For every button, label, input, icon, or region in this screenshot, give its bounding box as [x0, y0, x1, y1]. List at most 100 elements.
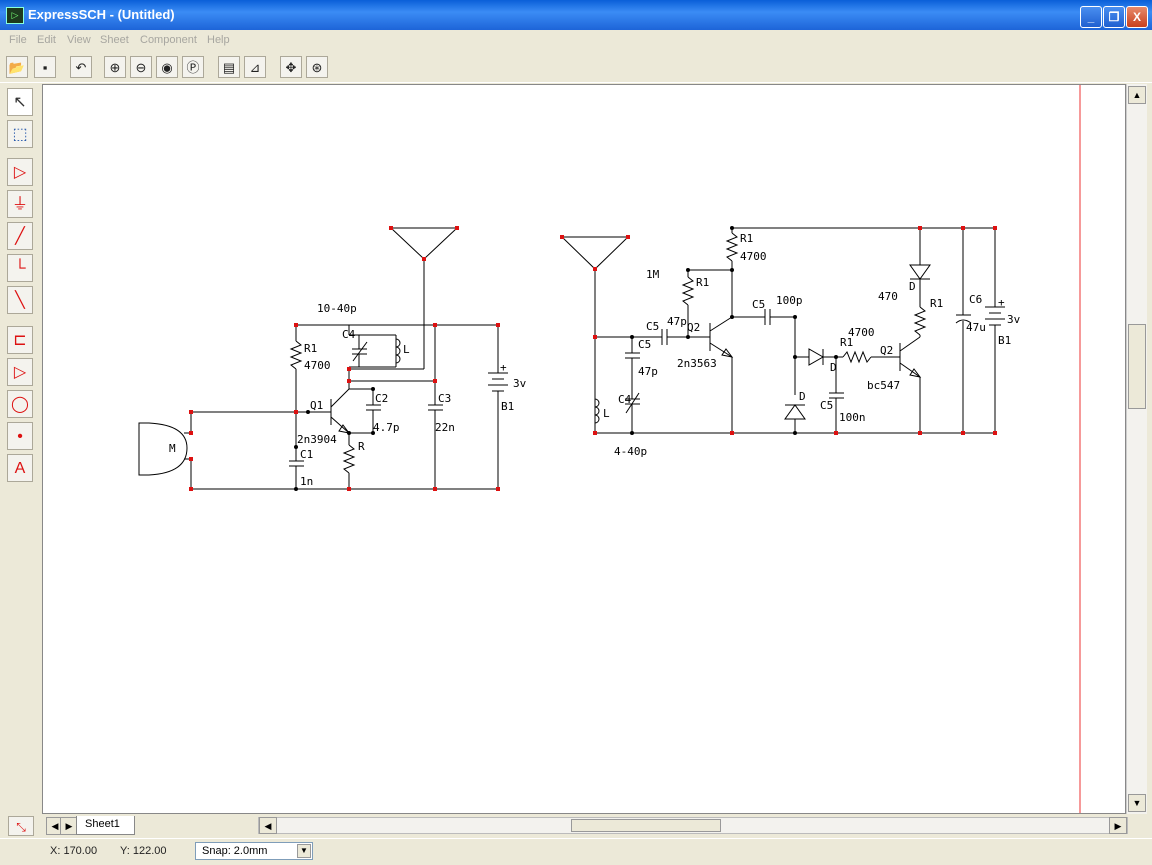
label-c1-a: C1: [300, 448, 313, 461]
title-bar: ▷ ExpressSCH - (Untitled) _ ❐ X: [0, 0, 1152, 30]
sheet-bar: ⤡ ◀ ▶ Sheet1 ◀ ▶: [0, 814, 1152, 838]
restore-button[interactable]: ❐: [1103, 6, 1125, 28]
label-1m: 1M: [646, 268, 660, 281]
label-r1-e-value: 470: [878, 290, 898, 303]
label-c5-d-value: 100n: [839, 411, 866, 424]
circuit-b: [560, 227, 1005, 434]
label-c2: C2: [375, 392, 388, 405]
menu-component[interactable]: Component: [140, 34, 197, 46]
circle-icon[interactable]: ◯: [7, 390, 33, 418]
scroll-left-icon[interactable]: ◀: [259, 817, 277, 834]
label-c6-value: 47u: [966, 321, 986, 334]
text-icon[interactable]: A: [7, 454, 33, 482]
snap-value: Snap: 2.0mm: [202, 845, 268, 857]
label-c5-c: C5: [752, 298, 765, 311]
label-q2-a-part: 2n3563: [677, 357, 717, 370]
schematic-drawing: 10-40p R1 4700 C4 L Q1 2n3904 C2 4.7p R …: [138, 85, 1081, 813]
label-plus-b: +: [998, 296, 1005, 309]
menu-view[interactable]: View: [67, 34, 91, 46]
label-b1-a-value: 3v: [513, 377, 527, 390]
properties-icon[interactable]: ▤: [218, 56, 240, 78]
label-c5-a-value: 47p: [667, 315, 687, 328]
menu-help[interactable]: Help: [207, 34, 230, 46]
label-q2-b-part: bc547: [867, 379, 900, 392]
menu-edit[interactable]: Edit: [37, 34, 56, 46]
label-r1-a-value: 4700: [304, 359, 331, 372]
node-tool-icon[interactable]: ⤡: [8, 816, 34, 836]
label-c5-b-value: 47p: [638, 365, 658, 378]
bus-entry-icon[interactable]: ╲: [7, 286, 33, 314]
status-bar: X: 170.00 Y: 122.00 Snap: 2.0mm ▼: [0, 838, 1152, 865]
label-c5-d: C5: [820, 399, 833, 412]
label-c4-b: C4: [618, 393, 632, 406]
label-c4-range: 10-40p: [317, 302, 357, 315]
window-title: ExpressSCH - (Untitled): [28, 7, 175, 22]
zoom-page-icon[interactable]: Ⓟ: [182, 56, 204, 78]
wire-icon[interactable]: ╱: [7, 222, 33, 250]
horizontal-scrollbar[interactable]: ◀ ▶: [258, 817, 1128, 834]
label-c1-a-value: 1n: [300, 475, 313, 488]
label-l-a: L: [403, 343, 410, 356]
snap-select[interactable]: Snap: 2.0mm ▼: [195, 842, 313, 860]
label-plus-a: +: [500, 361, 507, 374]
scroll-up-icon[interactable]: ▲: [1128, 86, 1146, 104]
sheet-prev-icon[interactable]: ◀: [46, 817, 64, 835]
schematic-canvas[interactable]: 10-40p R1 4700 C4 L Q1 2n3904 C2 4.7p R …: [42, 84, 1126, 814]
horizontal-scroll-thumb[interactable]: [571, 819, 721, 832]
label-q1-part: 2n3904: [297, 433, 337, 446]
label-mic: M: [169, 442, 176, 455]
label-c4-b-range: 4-40p: [614, 445, 647, 458]
label-r1-b: R1: [740, 232, 753, 245]
select-area-icon[interactable]: ⬚: [7, 120, 33, 148]
open-icon[interactable]: 📂: [6, 56, 28, 78]
menu-sheet[interactable]: Sheet: [100, 34, 129, 46]
label-q2-a: Q2: [687, 321, 700, 334]
ground-icon[interactable]: ⏚: [7, 190, 33, 218]
label-r1-e: R1: [930, 297, 943, 310]
label-q2-b: Q2: [880, 344, 893, 357]
zoom-out-icon[interactable]: ⊖: [130, 56, 152, 78]
label-r-a: R: [358, 440, 365, 453]
component-icon[interactable]: ⊏: [7, 326, 33, 354]
label-r1-d-value: 4700: [848, 326, 875, 339]
label-b1-b: B1: [998, 334, 1011, 347]
save-icon[interactable]: ▪: [34, 56, 56, 78]
scroll-right-icon[interactable]: ▶: [1109, 817, 1127, 834]
minimize-button[interactable]: _: [1080, 6, 1102, 28]
label-r1-d: R1: [840, 336, 853, 349]
label-c5-a: C5: [646, 320, 659, 333]
label-l-b: L: [603, 407, 610, 420]
menu-file[interactable]: File: [9, 34, 27, 46]
zoom-fit-icon[interactable]: ◉: [156, 56, 178, 78]
vertical-scrollbar[interactable]: ▲ ▼: [1126, 84, 1147, 814]
label-r1-a: R1: [304, 342, 317, 355]
tool-palette: ↖ ⬚ ▷ ⏚ ╱ └ ╲ ⊏ ▷ ◯ • A: [0, 84, 40, 814]
port-icon[interactable]: ▷: [7, 158, 33, 186]
label-c5-b: C5: [638, 338, 651, 351]
select-arrow-icon[interactable]: ↖: [7, 88, 33, 116]
close-button[interactable]: X: [1126, 6, 1148, 28]
tag-icon[interactable]: ⊿: [244, 56, 266, 78]
pan-icon[interactable]: ✥: [280, 56, 302, 78]
tab-sheet1[interactable]: Sheet1: [76, 816, 135, 835]
junction-icon[interactable]: •: [7, 422, 33, 450]
vertical-scroll-thumb[interactable]: [1128, 324, 1146, 409]
bus-icon[interactable]: └: [7, 254, 33, 282]
label-c3-value: 22n: [435, 421, 455, 434]
x-coordinate: X: 170.00: [50, 845, 98, 857]
label-c6: C6: [969, 293, 982, 306]
buffer-icon[interactable]: ▷: [7, 358, 33, 386]
scroll-down-icon[interactable]: ▼: [1128, 794, 1146, 812]
label-r1-b-value: 4700: [740, 250, 767, 263]
dot-junctions: [294, 226, 838, 491]
undo-icon[interactable]: ↶: [70, 56, 92, 78]
chevron-down-icon[interactable]: ▼: [297, 844, 311, 858]
label-c4-a: C4: [342, 328, 356, 341]
label-b1-a: B1: [501, 400, 514, 413]
label-d-b: D: [830, 361, 837, 374]
pan-center-icon[interactable]: ⊛: [306, 56, 328, 78]
y-coordinate: Y: 122.00: [120, 845, 167, 857]
toolbar: 📂 ▪ ↶ ⊕ ⊖ ◉ Ⓟ ▤ ⊿ ✥ ⊛: [0, 52, 1152, 83]
menu-bar: File Edit View Sheet Component Help: [0, 30, 1152, 50]
zoom-in-icon[interactable]: ⊕: [104, 56, 126, 78]
